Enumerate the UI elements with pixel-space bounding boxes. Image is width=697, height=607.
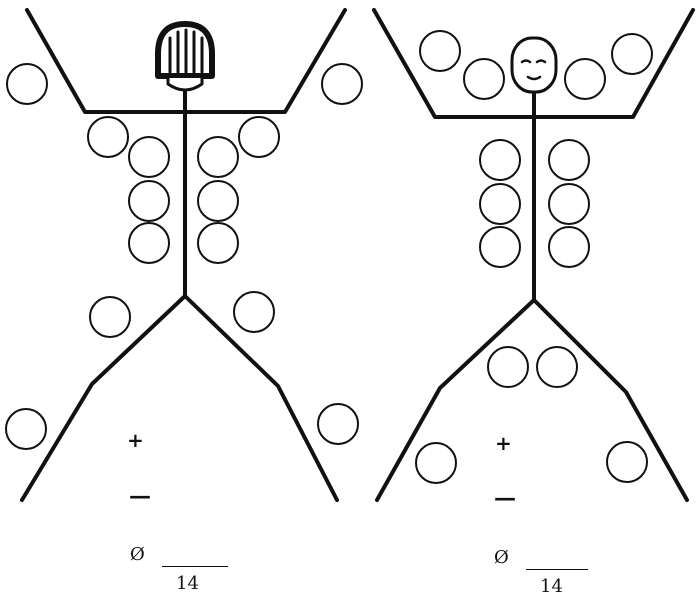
circle xyxy=(548,139,590,181)
right-figure-left-leg xyxy=(375,298,536,502)
right-figure-features xyxy=(520,59,547,81)
circle xyxy=(463,58,505,100)
left-figure-hair-strands xyxy=(168,28,204,74)
left-minus-symbol: — xyxy=(129,483,151,509)
circle xyxy=(233,291,275,333)
left-figure-left-leg xyxy=(20,294,187,502)
circle xyxy=(606,441,648,483)
right-figure-head xyxy=(510,36,558,94)
circle xyxy=(487,346,529,388)
right-denominator: 14 xyxy=(540,576,563,597)
circle xyxy=(479,139,521,181)
right-figure-mouth xyxy=(526,75,542,81)
left-figure-head xyxy=(155,21,215,92)
right-figure xyxy=(372,8,695,502)
circle xyxy=(317,403,359,445)
circle xyxy=(197,222,239,264)
circle xyxy=(197,180,239,222)
circle xyxy=(548,226,590,268)
circle xyxy=(419,30,461,72)
circle xyxy=(197,136,239,178)
left-empty-set-symbol: Ø xyxy=(130,544,145,565)
left-figure-right-leg xyxy=(183,294,339,502)
circle xyxy=(479,226,521,268)
circle xyxy=(548,183,590,225)
circle xyxy=(128,180,170,222)
right-empty-set-symbol: Ø xyxy=(494,547,509,568)
right-figure-right-leg xyxy=(532,298,689,502)
left-figure-face xyxy=(166,76,204,92)
left-answer-line xyxy=(162,566,228,567)
circle xyxy=(415,442,457,484)
right-figure-body xyxy=(372,8,695,502)
left-figure-circles xyxy=(5,63,363,450)
circle xyxy=(5,408,47,450)
right-figure-eye-right xyxy=(535,59,547,64)
circle xyxy=(128,136,170,178)
left-plus-symbol: + xyxy=(127,428,144,452)
circle xyxy=(536,346,578,388)
circle xyxy=(6,63,48,105)
left-figure xyxy=(5,8,363,502)
left-figure-body xyxy=(20,8,347,502)
circle xyxy=(89,296,131,338)
right-answer-line xyxy=(526,569,588,570)
circle xyxy=(238,116,280,158)
circle xyxy=(87,116,129,158)
left-denominator: 14 xyxy=(176,573,199,594)
circle xyxy=(128,222,170,264)
circle xyxy=(564,58,606,100)
right-figure-face-icon xyxy=(510,36,558,94)
circle xyxy=(479,183,521,225)
right-figure-circles xyxy=(415,30,653,484)
right-minus-symbol: — xyxy=(494,485,516,511)
right-plus-symbol: + xyxy=(495,431,512,455)
circle xyxy=(321,63,363,105)
right-figure-eye-left xyxy=(520,59,532,64)
circle xyxy=(611,33,653,75)
